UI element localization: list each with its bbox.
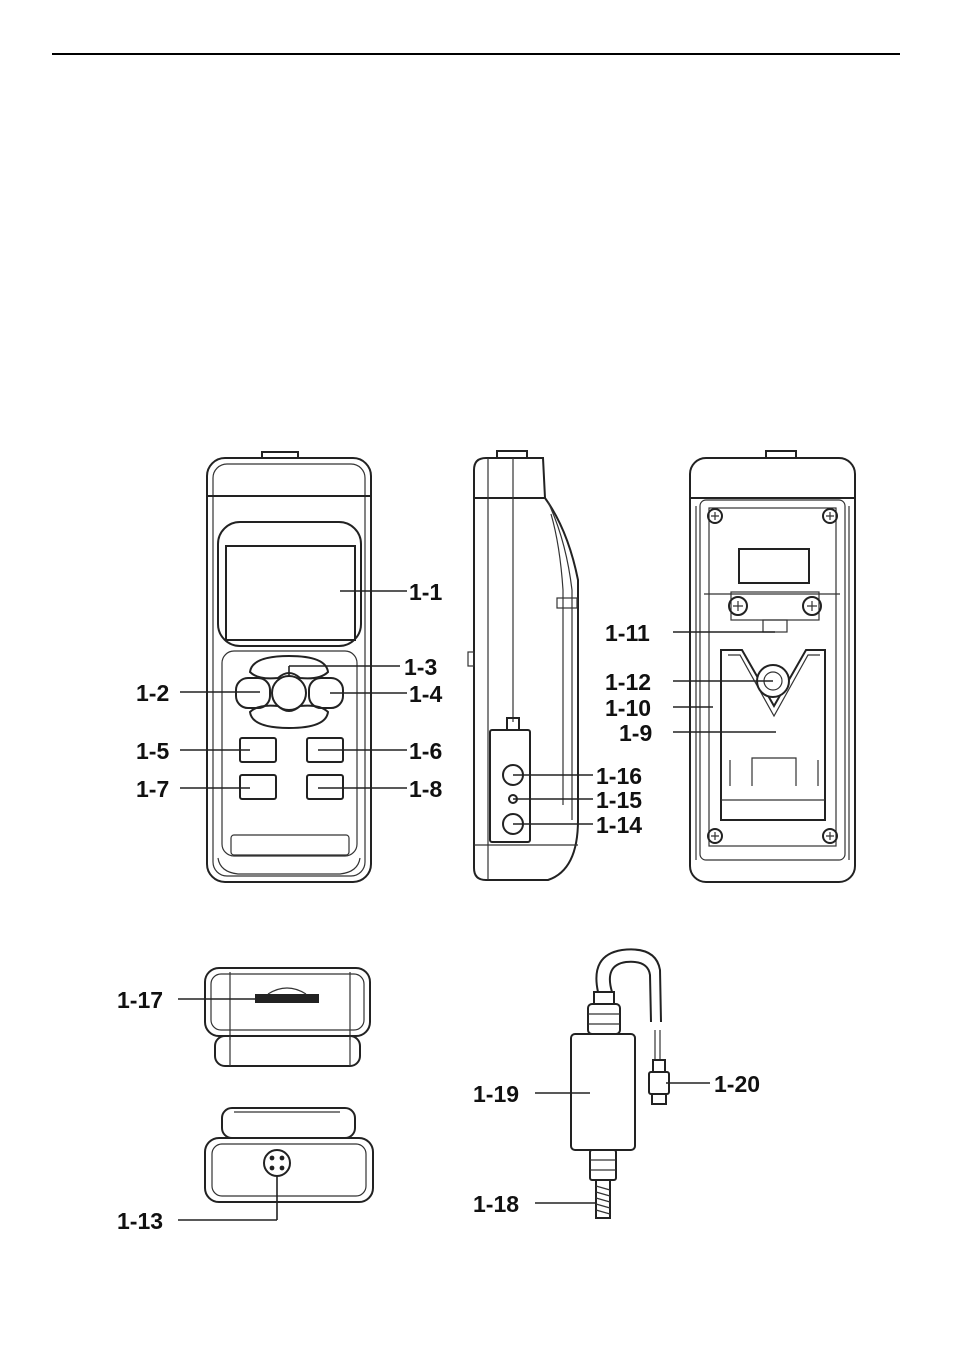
- meter-bottom-view: [205, 1108, 373, 1202]
- meter-side-view: [468, 451, 578, 880]
- label-1-8: 1-8: [409, 776, 442, 802]
- label-1-1: 1-1: [409, 579, 442, 605]
- label-1-11: 1-11: [605, 620, 650, 646]
- meter-top-view: [205, 968, 370, 1066]
- label-1-7: 1-7: [136, 776, 169, 802]
- meter-back-view: [690, 451, 855, 882]
- label-1-5: 1-5: [136, 738, 169, 764]
- label-1-18: 1-18: [473, 1191, 519, 1217]
- leader-lines: [178, 591, 776, 1220]
- back-label-window: [739, 549, 809, 583]
- display-bezel: [218, 522, 361, 646]
- label-1-17: 1-17: [117, 987, 163, 1013]
- label-1-13: 1-13: [117, 1208, 163, 1234]
- label-1-20: 1-20: [714, 1071, 760, 1097]
- label-1-16: 1-16: [596, 763, 642, 789]
- lcd-display: [226, 546, 355, 640]
- key-8: [307, 775, 343, 799]
- label-1-12: 1-12: [605, 669, 651, 695]
- key-7: [240, 775, 276, 799]
- label-1-2: 1-2: [136, 680, 169, 706]
- label-1-3: 1-3: [404, 654, 437, 680]
- label-1-14: 1-14: [596, 812, 642, 838]
- label-1-9: 1-9: [619, 720, 652, 746]
- label-1-10: 1-10: [605, 695, 651, 721]
- key-center: [272, 676, 306, 710]
- label-1-19: 1-19: [473, 1081, 519, 1107]
- label-1-15: 1-15: [596, 787, 642, 813]
- label-1-6: 1-6: [409, 738, 442, 764]
- label-1-4: 1-4: [409, 681, 442, 707]
- key-left: [236, 678, 270, 708]
- probe-body: [571, 1034, 635, 1150]
- pressure-probe: [571, 949, 669, 1218]
- sensor-socket: [264, 1150, 290, 1176]
